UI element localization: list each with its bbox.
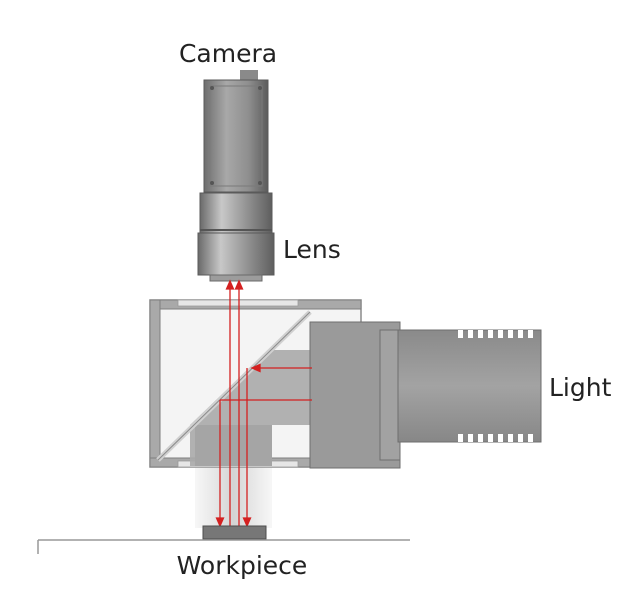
camera-screw [210, 181, 214, 185]
lens-ring-bottom [197, 232, 275, 276]
label-light: Light [549, 373, 612, 402]
camera [203, 70, 269, 193]
workpiece [202, 525, 267, 540]
half-mirror-edge [157, 311, 311, 461]
camera-screw [210, 86, 214, 90]
camera-face [209, 85, 263, 187]
ray-arrow-up-1 [225, 279, 235, 290]
internal-light-path-lower [195, 425, 272, 466]
illumination-glow [195, 466, 272, 528]
camera-body [203, 79, 269, 193]
lens-tip [209, 274, 263, 282]
label-camera: Camera [179, 39, 277, 68]
ray-arrow-up-2 [234, 279, 244, 290]
housing-left-wall [149, 299, 161, 468]
camera-connector [240, 70, 258, 82]
camera-screw [258, 181, 262, 185]
label-lens: Lens [283, 235, 341, 264]
ray-arrow-left [250, 363, 261, 373]
lens [197, 192, 275, 282]
light-rays [215, 279, 312, 528]
workpiece-stage [37, 525, 410, 554]
lens-ring-top [199, 192, 273, 234]
ray-arrow-down-1 [215, 517, 225, 528]
heatsink-fins-bottom [458, 434, 533, 442]
light-body [397, 329, 542, 443]
top-window [177, 299, 299, 307]
label-workpiece: Workpiece [177, 551, 308, 580]
ray-arrow-down-2 [242, 517, 252, 528]
light-source [309, 321, 542, 469]
heatsink-fins-top [458, 330, 533, 338]
camera-screw [258, 86, 262, 90]
light-flange [379, 329, 401, 461]
